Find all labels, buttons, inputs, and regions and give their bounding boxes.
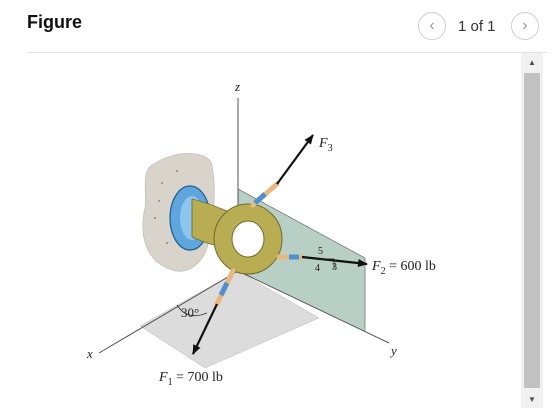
f3-arrow xyxy=(276,134,314,185)
svg-text:F3: F3 xyxy=(318,136,333,154)
f2-arrow xyxy=(301,255,368,268)
svg-text:F2 = 600 lb: F2 = 600 lb xyxy=(371,259,436,277)
y-axis-line xyxy=(237,270,390,344)
x-axis-label: x xyxy=(86,346,93,361)
triangle-a-label: 4 xyxy=(315,263,320,274)
f3-label: F xyxy=(318,136,328,151)
svg-text:F1 = 700 lb: F1 = 700 lb xyxy=(158,370,223,388)
f2-value: = 600 lb xyxy=(386,259,436,274)
page-indicator: 1 of 1 xyxy=(458,18,496,35)
y-axis-label: y xyxy=(389,343,397,358)
xz-plane xyxy=(139,270,320,369)
figure-header: Figure ‹ 1 of 1 › xyxy=(0,0,560,52)
figure-title: Figure xyxy=(27,12,83,32)
x-axis-line xyxy=(98,270,239,354)
f3-subscript: 3 xyxy=(328,143,333,154)
angle-label: 30° xyxy=(181,305,199,320)
previous-button[interactable]: ‹ xyxy=(418,12,446,40)
force-diagram: z x y F3 F2 = 600 lb F1 = 700 lb 30° 5 4… xyxy=(86,79,436,388)
arrow-up-icon: ▲ xyxy=(528,57,536,67)
vertical-scrollbar[interactable]: ▲ ▼ xyxy=(521,53,543,408)
z-axis-label: z xyxy=(234,79,240,94)
f1-subscript: 1 xyxy=(168,377,173,388)
f2-label: F xyxy=(371,259,381,274)
f1-arrow xyxy=(192,303,218,355)
next-button[interactable]: › xyxy=(511,12,539,40)
header-divider xyxy=(27,52,547,53)
scrollbar-thumb[interactable] xyxy=(524,73,540,388)
f2-subscript: 2 xyxy=(381,266,386,277)
scroll-up-button[interactable]: ▲ xyxy=(521,53,543,71)
triangle-hypotenuse-label: 5 xyxy=(318,246,323,257)
chevron-right-icon: › xyxy=(522,17,528,34)
figure-image: z x y F3 F2 = 600 lb F1 = 700 lb 30° 5 4… xyxy=(27,53,519,415)
arrow-down-icon: ▼ xyxy=(528,394,536,404)
angle-arc xyxy=(176,304,208,317)
scroll-down-button[interactable]: ▼ xyxy=(521,390,543,408)
f1-value: = 700 lb xyxy=(173,370,223,385)
triangle-b-label: 3 xyxy=(332,262,337,273)
f1-label: F xyxy=(158,370,168,385)
chevron-left-icon: ‹ xyxy=(429,17,435,34)
